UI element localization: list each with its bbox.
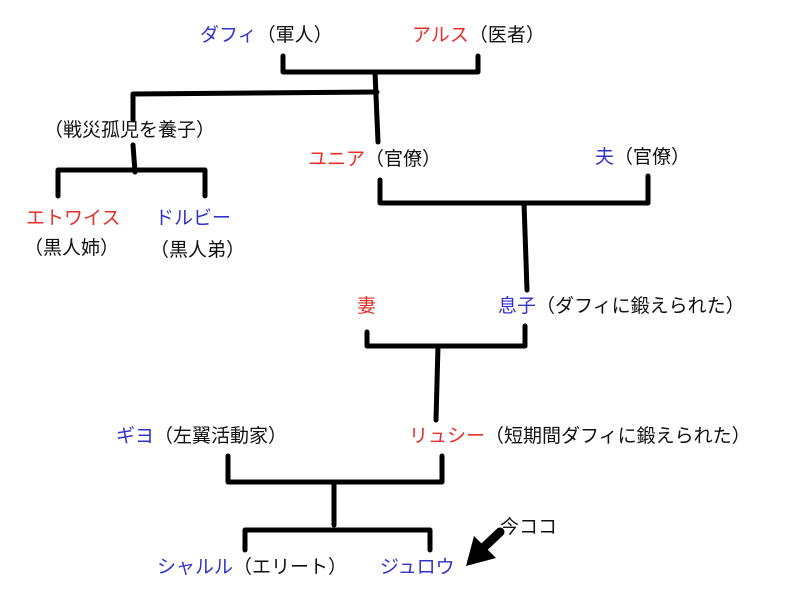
person-giyo: ギヨ（左翼活動家）	[116, 424, 287, 448]
person-etowaisu-role: （黒人姉）	[24, 236, 119, 260]
person-name: 息子	[498, 295, 537, 317]
person-musuko: 息子（ダフィに鍛えられた）	[498, 294, 745, 318]
person-name: シャルル	[157, 556, 234, 578]
person-name: ギヨ	[116, 425, 155, 447]
person-name: リュシー	[409, 425, 486, 447]
person-name: ジュロウ	[380, 556, 455, 578]
person-role: （黒人姉）	[24, 237, 120, 259]
person-role: （左翼活動家）	[154, 425, 288, 447]
adoption-note-text: （戦災孤児を養子）	[44, 119, 216, 141]
person-otto: 夫（官僚）	[595, 145, 690, 169]
person-tsuma: 妻	[357, 294, 376, 318]
adoption-note: （戦災孤児を養子）	[44, 118, 215, 142]
person-yunia: ユニア（官僚）	[308, 147, 441, 171]
person-juro: ジュロウ	[380, 555, 455, 579]
person-name: 夫	[595, 146, 615, 168]
person-role: （エリート）	[233, 556, 348, 578]
person-role: （軍人）	[256, 24, 333, 46]
connector-tsuma-musuko	[364, 323, 528, 349]
connector-giyo-rushi	[225, 453, 445, 485]
connector-adopted-bar	[55, 167, 208, 199]
person-role: （ダフィに鍛えられた）	[536, 295, 745, 317]
current-position-label: 今ココ	[500, 516, 558, 538]
person-arusu: アルス（医者）	[412, 23, 545, 47]
connector-gen2-bar	[130, 89, 380, 123]
person-name: アルス	[412, 24, 469, 46]
person-sharuru: シャルル（エリート）	[157, 555, 347, 579]
person-name: 妻	[357, 295, 377, 317]
person-role: （官僚）	[365, 148, 442, 170]
person-role: （官僚）	[614, 146, 691, 168]
connector-yunia-otto	[377, 173, 651, 206]
person-name: エトワイス	[26, 207, 121, 229]
person-role: （黒人弟）	[150, 239, 246, 261]
person-role: （短期間ダフィに鍛えられた）	[485, 425, 751, 447]
connector-daffy-arusu	[280, 53, 481, 75]
person-name: ドルビー	[155, 207, 232, 229]
connector-gen2-couple-drop	[521, 200, 530, 293]
connector-gen1-drop	[372, 69, 381, 145]
connector-children-bar	[242, 527, 433, 553]
person-role: （医者）	[468, 24, 545, 46]
person-etowaisu: エトワイス	[26, 206, 120, 230]
person-name: ダフィ	[200, 24, 257, 46]
person-name: ユニア	[308, 148, 366, 170]
connector-gen3-couple-drop	[433, 343, 441, 423]
person-daffy: ダフィ（軍人）	[200, 23, 333, 47]
person-dorubi-role: （黒人弟）	[150, 238, 245, 262]
person-dorubi: ドルビー	[155, 206, 231, 230]
person-rushi: リュシー（短期間ダフィに鍛えられた）	[409, 424, 751, 448]
arrow-pointer-icon	[466, 527, 505, 566]
